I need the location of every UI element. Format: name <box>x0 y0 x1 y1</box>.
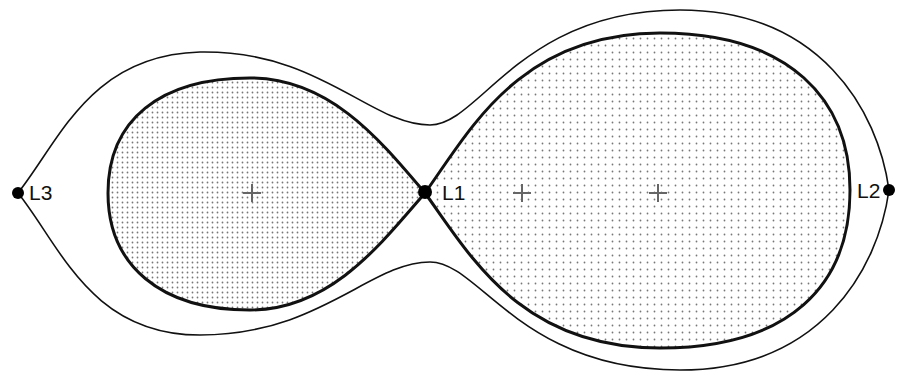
left-roche-lobe <box>108 78 425 310</box>
outer-equipotential <box>18 10 889 370</box>
lagrange-label: L1 <box>440 182 467 204</box>
lagrange-label: L2 <box>855 180 882 202</box>
lagrange-label: L3 <box>27 182 54 204</box>
right-roche-lobe <box>425 33 850 348</box>
